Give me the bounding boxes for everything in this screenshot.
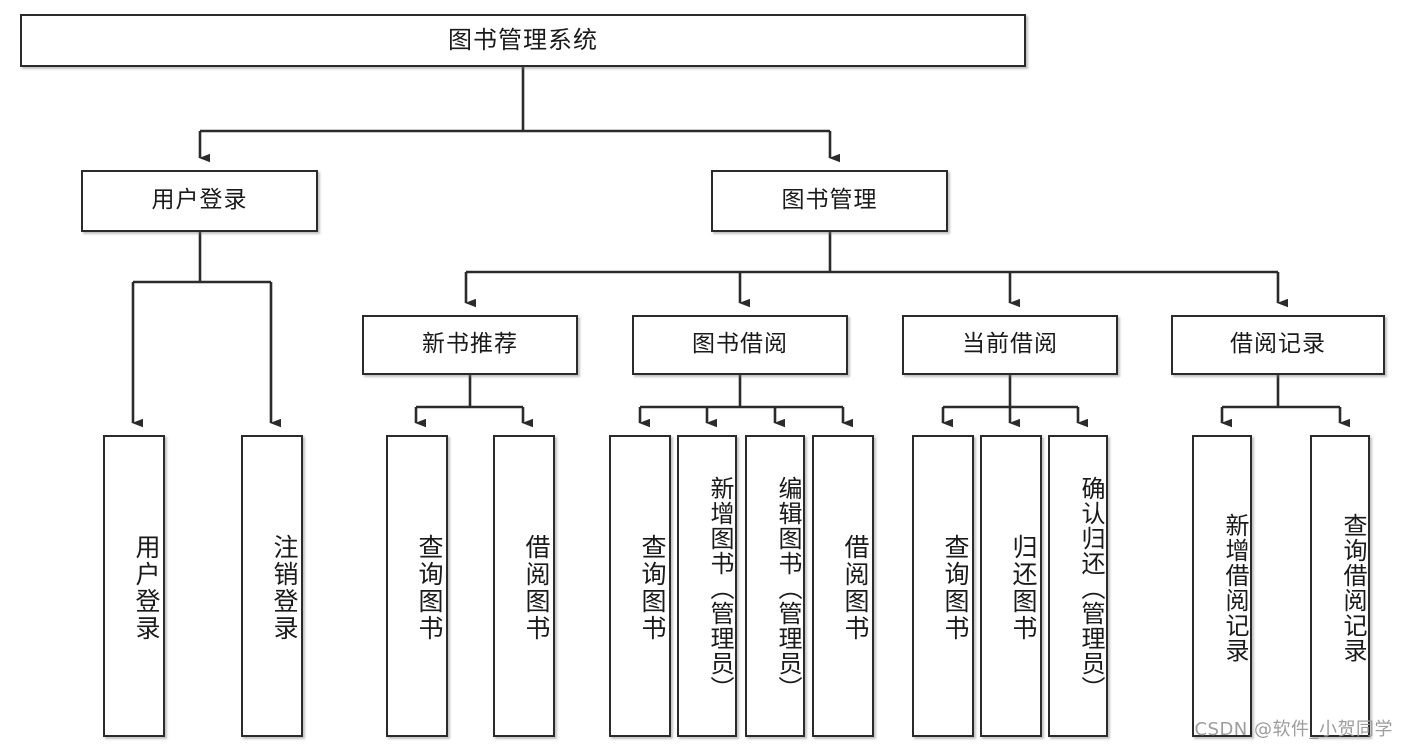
leaf-user-login[interactable]: 用户登录: [103, 435, 165, 737]
node-label: 图书管理系统: [448, 26, 598, 55]
node-user-login[interactable]: 用户登录: [81, 170, 318, 232]
node-label: 当前借阅: [962, 331, 1058, 358]
node-current-borrow[interactable]: 当前借阅: [902, 315, 1118, 375]
leaf-query-book-borrow[interactable]: 查询图书: [609, 435, 671, 737]
node-label: 查询借阅记录: [1339, 513, 1367, 663]
node-label: 新增图书（管理员）: [706, 475, 734, 701]
leaf-add-borrow-record[interactable]: 新增借阅记录: [1192, 435, 1252, 737]
node-label: 确认归还（管理员）: [1077, 475, 1105, 701]
node-book-borrow[interactable]: 图书借阅: [632, 315, 848, 375]
node-label: 借阅记录: [1230, 331, 1326, 358]
node-label: 编辑图书（管理员）: [774, 475, 802, 701]
node-label: 注销登录: [270, 534, 299, 642]
node-label: 用户登录: [151, 187, 248, 214]
node-label: 图书借阅: [692, 331, 788, 358]
leaf-borrow-book-recommend[interactable]: 借阅图书: [493, 435, 555, 737]
leaf-query-book-recommend[interactable]: 查询图书: [386, 435, 448, 737]
watermark-text: CSDN @软件_小贺同学: [1194, 719, 1393, 740]
leaf-confirm-return-admin[interactable]: 确认归还（管理员）: [1048, 435, 1108, 737]
leaf-return-book[interactable]: 归还图书: [980, 435, 1042, 737]
node-book-manage[interactable]: 图书管理: [711, 170, 948, 232]
node-label: 用户登录: [132, 534, 161, 642]
node-borrow-record[interactable]: 借阅记录: [1171, 315, 1385, 375]
node-label: 新增借阅记录: [1221, 513, 1249, 663]
leaf-user-logout[interactable]: 注销登录: [241, 435, 303, 737]
node-label: 借阅图书: [522, 534, 551, 642]
node-label: 查询图书: [415, 534, 444, 642]
node-label: 新书推荐: [422, 331, 518, 358]
leaf-query-borrow-record[interactable]: 查询借阅记录: [1310, 435, 1370, 737]
node-label: 借阅图书: [841, 534, 870, 642]
node-new-book-recommend[interactable]: 新书推荐: [362, 315, 578, 375]
node-label: 查询图书: [638, 534, 667, 642]
node-label: 图书管理: [781, 187, 878, 214]
node-label: 查询图书: [941, 534, 970, 642]
leaf-borrow-book-borrow[interactable]: 借阅图书: [812, 435, 874, 737]
leaf-query-book-current[interactable]: 查询图书: [912, 435, 974, 737]
leaf-edit-book-admin[interactable]: 编辑图书（管理员）: [745, 435, 805, 737]
leaf-add-book-admin[interactable]: 新增图书（管理员）: [677, 435, 737, 737]
node-label: 归还图书: [1009, 534, 1038, 642]
node-root-system[interactable]: 图书管理系统: [20, 14, 1026, 67]
